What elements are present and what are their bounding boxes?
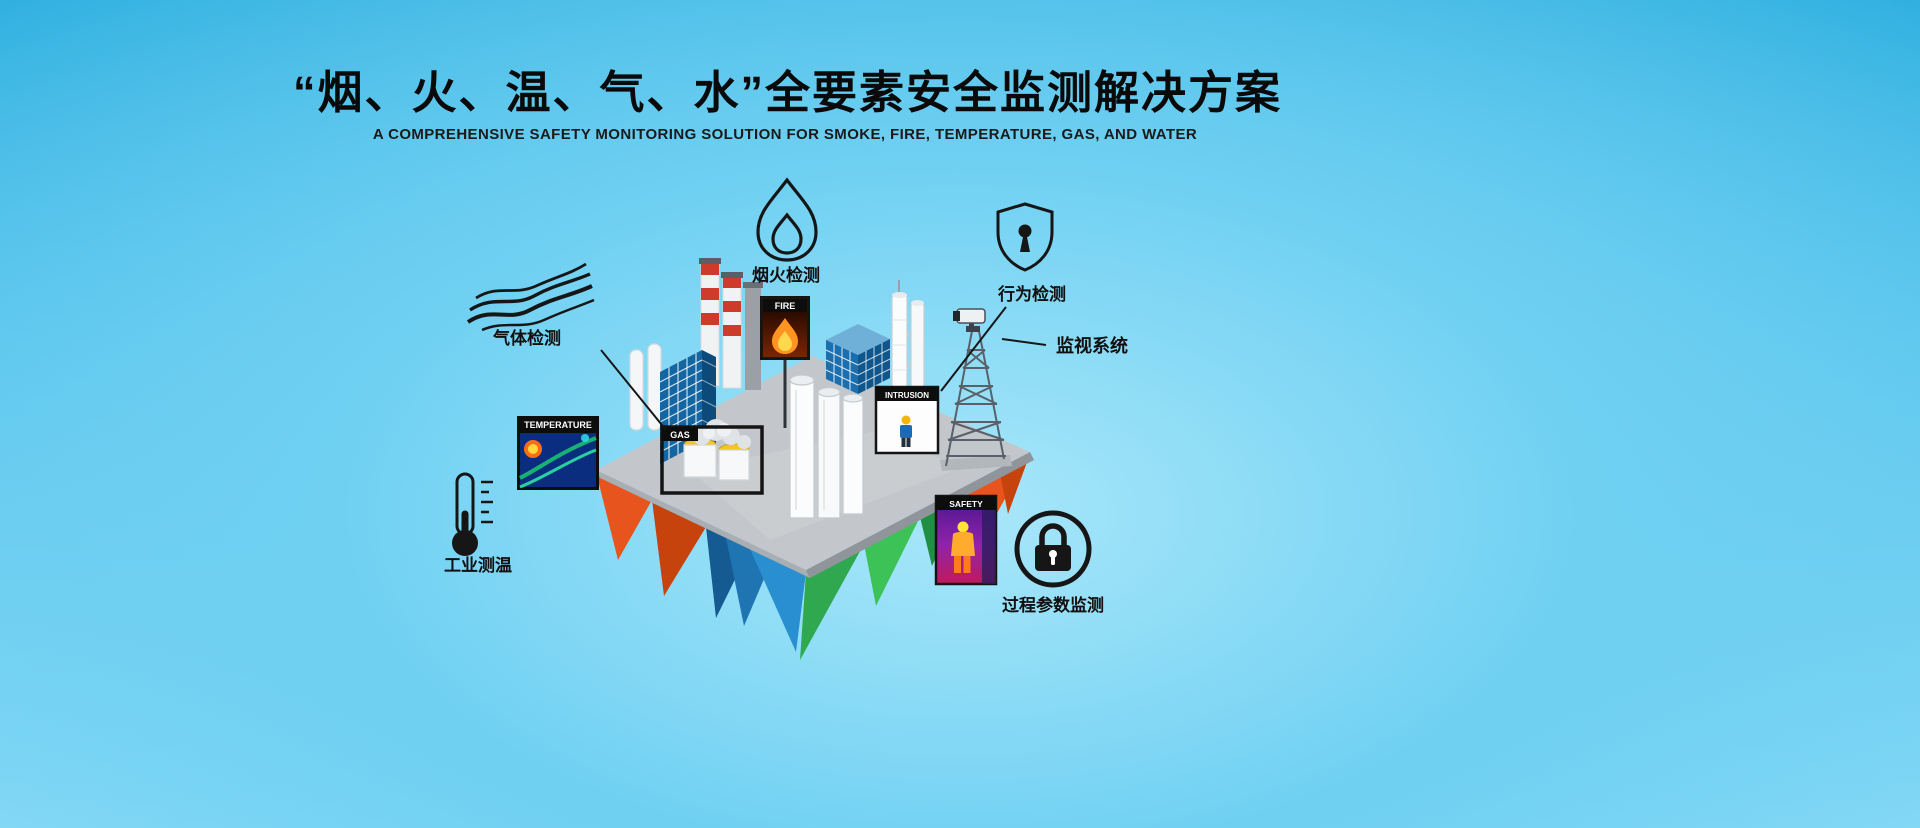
safety-sign: SAFETY <box>934 494 998 586</box>
storage-tanks <box>789 374 864 519</box>
behavior-callout: 行为检测 <box>996 202 1066 304</box>
temperature-label: 工业测温 <box>444 555 512 575</box>
thermometer-icon <box>452 472 493 556</box>
smoke-waves-icon <box>466 262 595 332</box>
process-callout: 过程参数监测 <box>1002 510 1104 615</box>
smoke-fire-label: 烟火检测 <box>752 265 820 285</box>
intrusion-sign-label: INTRUSION <box>885 391 929 400</box>
temperature-callout: 工业测温 <box>444 472 512 575</box>
behavior-label: 行为检测 <box>997 284 1066 304</box>
smoke-fire-callout: 烟火检测 <box>752 177 820 285</box>
process-columns <box>891 280 925 416</box>
gray-chimney <box>745 286 761 390</box>
surveillance-label: 监视系统 <box>1056 335 1128 356</box>
fire-sign-label: FIRE <box>775 301 796 311</box>
island-edge-right <box>806 452 1034 578</box>
page-title: “烟、火、温、气、水”全要素安全监测解决方案 <box>292 67 1282 118</box>
fire-sign: FIRE <box>760 296 810 428</box>
gas-callout: 气体检测 <box>466 262 595 348</box>
gas-sign-label: GAS <box>670 430 690 440</box>
surveillance-tower <box>940 308 1012 471</box>
surveillance-connector-line <box>1001 338 1047 346</box>
safety-sign-label: SAFETY <box>949 499 983 509</box>
striped-chimneys <box>699 258 763 390</box>
lock-circle-icon <box>1014 510 1092 588</box>
gas-sign-frame <box>660 425 764 495</box>
flame-icon <box>756 177 818 262</box>
behavior-connector-line <box>940 306 1007 392</box>
blue-office-block <box>825 324 891 394</box>
worker-figure <box>900 415 912 447</box>
island-edge-left <box>596 470 810 578</box>
gas-connector-line <box>600 349 667 431</box>
temperature-sign: TEMPERATURE <box>517 416 599 490</box>
gas-sign-area: GAS <box>660 419 764 495</box>
cctv-camera <box>953 308 986 328</box>
gas-label: 气体检测 <box>492 328 561 348</box>
thermal-person-graphic <box>951 510 996 584</box>
page-subtitle: A COMPREHENSIVE SAFETY MONITORING SOLUTI… <box>372 126 1198 143</box>
callout-connectors <box>600 306 1047 431</box>
shield-keyhole-icon <box>996 202 1054 272</box>
intrusion-sign: INTRUSION <box>874 385 940 455</box>
temperature-sign-label: TEMPERATURE <box>524 420 592 430</box>
process-label: 过程参数监测 <box>1002 595 1104 615</box>
